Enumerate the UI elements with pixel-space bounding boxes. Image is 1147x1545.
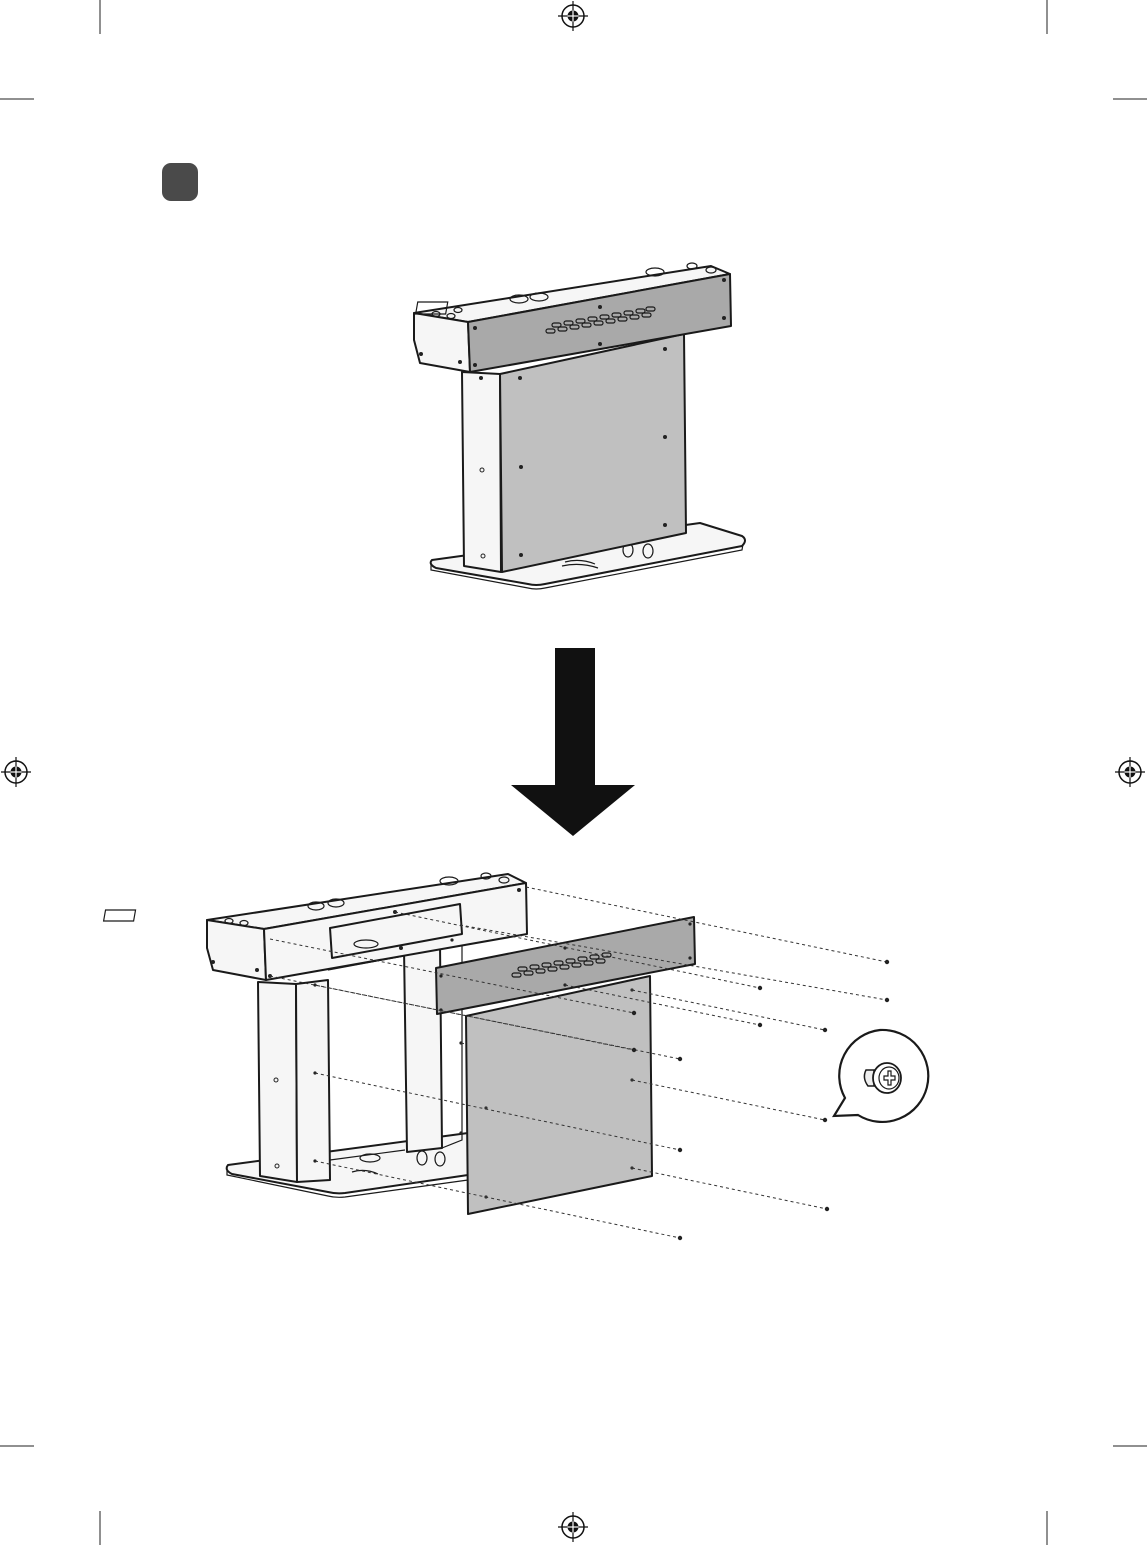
registration-mark-right bbox=[1115, 757, 1145, 787]
stand-assembled bbox=[413, 262, 746, 590]
phillips-screw-icon bbox=[831, 1028, 930, 1123]
step-badge bbox=[162, 163, 198, 201]
registration-mark-top bbox=[558, 1, 588, 31]
down-arrow-icon bbox=[511, 648, 635, 836]
alignment-lines bbox=[269, 886, 888, 1239]
screws bbox=[631, 959, 890, 1241]
back-panel bbox=[465, 975, 653, 1215]
registration-mark-bottom bbox=[558, 1512, 588, 1542]
stand-exploded bbox=[102, 872, 890, 1241]
registration-mark-left bbox=[1, 757, 31, 787]
